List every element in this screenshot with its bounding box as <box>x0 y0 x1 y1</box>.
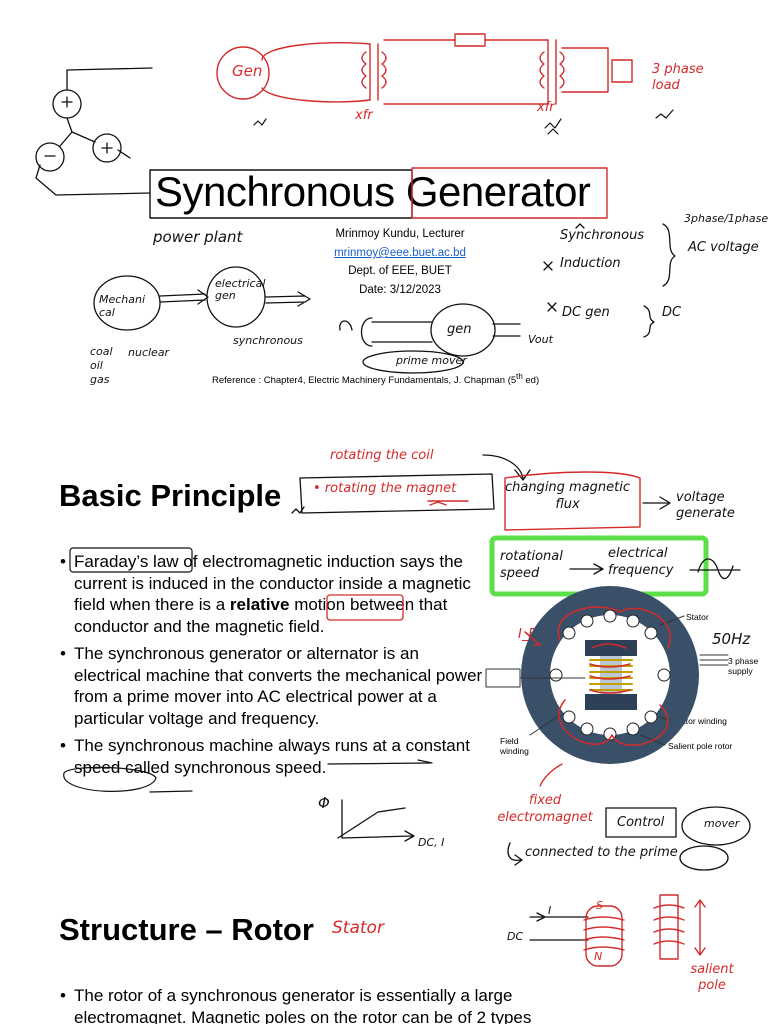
note-vout: Vout <box>528 333 553 346</box>
note-dc-i: DC, I <box>418 836 445 849</box>
rotor-bullet-list: The rotor of a synchronous generator is … <box>60 985 620 1024</box>
note-fuel-2: oil <box>90 359 103 372</box>
note-50hz: 50Hz <box>712 630 751 648</box>
note-electrical-frequency: electrical frequency <box>608 546 674 578</box>
note-ac-voltage: AC voltage <box>688 240 759 255</box>
section-heading-structure-rotor: Structure – Rotor <box>59 912 314 947</box>
slide-title: Synchronous Generator <box>155 168 591 215</box>
email-link[interactable]: mrinmoy@eee.buet.ac.bd <box>334 247 466 259</box>
note-rotating-magnet: • rotating the magnet <box>313 481 457 496</box>
note-synchronous: Synchronous <box>560 228 645 243</box>
note-control: Control <box>617 815 665 830</box>
note-gen-small: gen <box>447 322 472 337</box>
note-rotational-speed: rotational speed <box>500 549 563 581</box>
note-xfr-right: xfr <box>537 100 555 115</box>
note-mover: mover <box>704 817 740 830</box>
label-dc-box: D.C <box>493 676 508 686</box>
note-fuel-3: gas <box>90 373 110 386</box>
note-voltage-generate: voltage generate <box>676 490 735 521</box>
label-north-pole: N <box>606 640 613 650</box>
note-prime-mover: prime mover <box>396 354 467 367</box>
note-dc-rotor: DC <box>507 930 524 943</box>
label-stator-winding: Stator winding <box>673 716 727 726</box>
bullet-synchronous-speed: The synchronous machine always runs at a… <box>60 735 485 778</box>
note-dc: DC <box>662 305 682 320</box>
note-salient-pole: salient pole <box>690 962 734 993</box>
note-rotating-coil: rotating the coil <box>330 448 434 463</box>
label-south-pole: S <box>608 707 614 717</box>
note-s: S <box>596 899 603 912</box>
bullet-alternator: The synchronous generator or alternator … <box>60 643 485 729</box>
label-field-winding: Field winding <box>500 736 529 756</box>
note-if: I_F <box>518 627 536 642</box>
rotor-pole-sketch <box>529 894 706 967</box>
note-3phase-load: 3 phase load <box>652 62 704 93</box>
reference-line: Reference : Chapter4, Electric Machinery… <box>212 372 540 387</box>
bullet-faraday: Faraday’s law of electromagnetic inducti… <box>60 551 485 637</box>
note-xfr-left: xfr <box>355 108 373 123</box>
note-stator: Stator <box>332 918 384 938</box>
flux-graph-sketch <box>337 799 415 842</box>
note-induction: Induction <box>560 256 621 271</box>
note-ac-types: 3phase/1phase <box>684 212 768 225</box>
label-supply: 3 phase supply <box>728 656 759 676</box>
note-n: N <box>594 950 603 963</box>
fixed-electromagnet-arrow <box>539 763 563 787</box>
note-phi: Φ <box>318 794 330 812</box>
note-fixed-electromagnet: fixed electromagnet <box>497 793 593 825</box>
note-power-plant: power plant <box>153 228 243 246</box>
label-salient-pole-rotor: Salient pole rotor <box>668 741 733 751</box>
author-line: Mrinmoy Kundu, Lecturer <box>335 228 465 240</box>
note-gen: Gen <box>232 62 263 80</box>
note-nuclear: nuclear <box>128 346 170 359</box>
transmission-sketch <box>216 33 633 105</box>
note-mechanical: Mechani cal <box>99 293 146 319</box>
note-connected: connected to the prime <box>525 845 678 860</box>
bullet-list: Faraday’s law of electromagnetic inducti… <box>60 551 485 784</box>
label-stator: Stator <box>686 612 709 622</box>
note-dc-gen: DC gen <box>562 305 610 320</box>
wye-connection-sketch <box>35 67 153 196</box>
note-changing-flux: changing magnetic flux <box>504 480 631 512</box>
note-synchronous-lower: synchronous <box>233 334 303 347</box>
date-line: Date: 3/12/2023 <box>359 284 441 296</box>
section-heading-basic-principle: Basic Principle <box>59 478 282 513</box>
department-line: Dept. of EEE, BUET <box>348 265 452 277</box>
note-i: I <box>548 904 552 917</box>
bullet-rotor: The rotor of a synchronous generator is … <box>60 985 620 1024</box>
note-fuel-1: coal <box>90 345 113 358</box>
note-electrical-gen: electrical gen <box>215 277 266 302</box>
check-marks-top <box>253 109 674 135</box>
